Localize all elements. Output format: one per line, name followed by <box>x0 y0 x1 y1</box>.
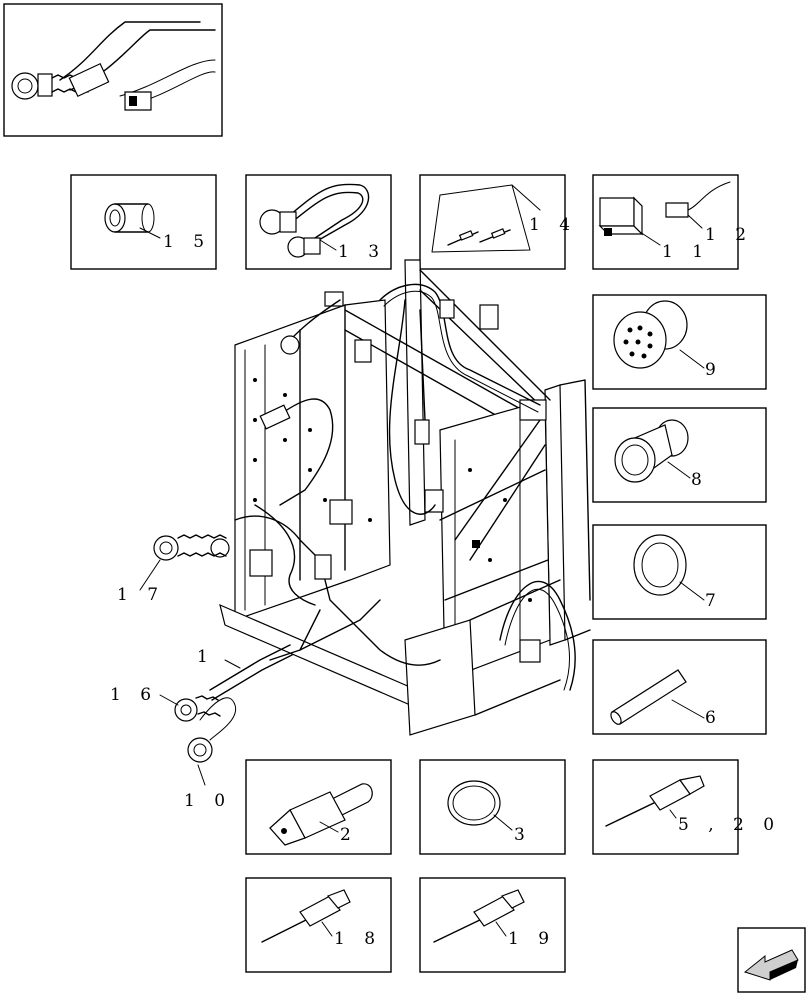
callout-2: 2 <box>340 825 358 845</box>
part-box-18 <box>245 877 392 973</box>
callout-17: 1 7 <box>117 585 165 605</box>
part-box-7 <box>592 524 767 620</box>
part-box-14 <box>419 174 566 270</box>
part-box-6 <box>592 639 767 735</box>
callout-8: 8 <box>691 470 709 490</box>
callout-13: 1 3 <box>338 242 386 262</box>
callout-16: 1 6 <box>110 685 158 705</box>
callout-1: 1 <box>197 647 215 667</box>
part-box-5-20 <box>592 759 739 855</box>
part-box-15 <box>70 174 217 270</box>
callout-7: 7 <box>705 591 723 611</box>
part-box-19 <box>419 877 566 973</box>
callout-15: 1 5 <box>163 232 211 252</box>
callout-3: 3 <box>514 825 532 845</box>
callout-6: 6 <box>705 708 723 728</box>
main-frame-assembly <box>219 259 591 736</box>
wiring-harness <box>210 283 576 691</box>
inset-detail-connector-harness <box>3 3 223 137</box>
arrow-left-down-icon[interactable] <box>737 927 806 993</box>
callout-18: 1 8 <box>334 929 382 949</box>
callout-19: 1 9 <box>508 929 556 949</box>
part-box-8 <box>592 407 767 503</box>
callout-14: 1 4 <box>529 215 577 235</box>
callout-10: 1 0 <box>184 791 232 811</box>
connector-16 <box>159 644 293 786</box>
callout-12: 1 2 <box>705 225 753 245</box>
part-box-13 <box>245 174 392 270</box>
connector-17 <box>139 534 227 591</box>
callout-11: 1 1 <box>662 242 710 262</box>
part-box-2 <box>245 759 392 855</box>
part-box-9 <box>592 294 767 390</box>
part-box-3 <box>419 759 566 855</box>
callout-9: 9 <box>705 360 723 380</box>
part-box-11-12 <box>592 174 739 270</box>
callout-5-20: 5 , 2 0 <box>678 815 781 835</box>
